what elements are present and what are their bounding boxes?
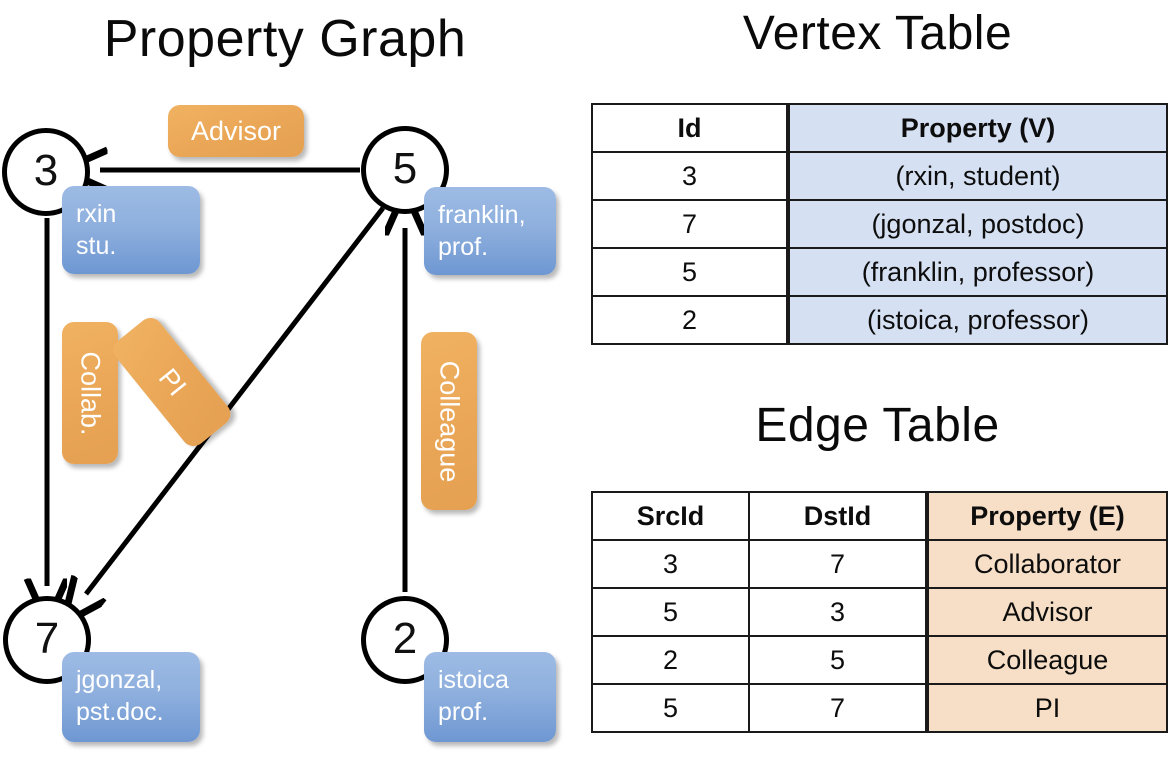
property-graph-diagram: 3 5 7 2 rxin stu. franklin, prof. jgonza… [0,0,585,760]
table-row: 3 (rxin, student) [591,151,1168,201]
cell-dstid: 5 [748,635,928,685]
page-title-edge-table: Edge Table [755,399,1000,452]
column-header-property-e: Property (E) [925,491,1168,541]
node-id-label: 3 [33,146,59,195]
cell-property: (rxin, student) [786,151,1168,201]
cell-property: Collaborator [925,539,1168,589]
cell-dstid: 7 [748,539,928,589]
vertex-table: Id Property (V) 3 (rxin, student) 7 (jgo… [591,103,1168,345]
node-id-label: 5 [392,144,418,193]
edge-label-text: Advisor [190,115,282,146]
vertex-property-line2: stu. [76,232,117,260]
node-id-label: 7 [34,614,60,663]
edge-label-box-advisor: Advisor [168,105,304,157]
cell-property: (istoica, professor) [786,295,1168,345]
cell-id: 2 [591,295,789,345]
cell-id: 5 [591,247,789,297]
column-header-srcid: SrcId [591,491,750,541]
edge-5-to-7 [86,206,385,594]
table-row: 5 7 PI [591,683,1168,733]
cell-dstid: 3 [748,587,928,637]
table-row: 2 5 Colleague [591,635,1168,685]
vertex-property-line2: prof. [438,233,489,261]
table-row: 7 (jgonzal, postdoc) [591,199,1168,249]
cell-property: Advisor [925,587,1168,637]
page-title-property-graph: Property Graph [103,10,467,68]
table-row: 2 (istoica, professor) [591,295,1168,345]
column-header-id: Id [591,103,789,153]
cell-property: (franklin, professor) [786,247,1168,297]
edge-label-text: Colleague [434,360,465,482]
cell-dstid: 7 [748,683,928,733]
vertex-property-line1: istoica [438,666,509,694]
table-row: 5 (franklin, professor) [591,247,1168,297]
cell-srcid: 5 [591,587,750,637]
cell-srcid: 3 [591,539,750,589]
node-id-label: 2 [392,614,418,663]
cell-id: 3 [591,151,789,201]
cell-property: (jgonzal, postdoc) [786,199,1168,249]
vertex-property-line1: rxin [76,200,117,228]
column-header-property-v: Property (V) [786,103,1168,153]
cell-property: Colleague [925,635,1168,685]
edge-table: SrcId DstId Property (E) 3 7 Collaborato… [591,491,1168,733]
vertex-property-line2: prof. [438,698,489,726]
edge-label-box-colleague: Colleague [421,332,477,510]
cell-srcid: 2 [591,635,750,685]
edge-label-text: Collab. [75,350,106,436]
graph-edges-svg [0,0,585,760]
column-header-dstid: DstId [748,491,928,541]
vertex-property-line1: jgonzal, [76,666,163,694]
vertex-property-box-2: istoica prof. [424,652,556,742]
graph-node-2[interactable]: 2 [361,596,449,684]
cell-id: 7 [591,199,789,249]
cell-property: PI [925,683,1168,733]
vertex-property-box-3: rxin stu. [62,186,200,274]
table-header-row: Id Property (V) [591,103,1168,153]
vertex-property-box-7: jgonzal, pst.doc. [62,652,200,742]
table-header-row: SrcId DstId Property (E) [591,491,1168,541]
vertex-property-box-5: franklin, prof. [424,187,556,275]
edge-label-box-collab: Collab. [62,322,118,464]
table-row: 3 7 Collaborator [591,539,1168,589]
vertex-property-line2: pst.doc. [76,698,164,726]
edge-label-text: PI [152,362,193,402]
page-title-vertex-table: Vertex Table [742,7,1013,60]
table-row: 5 3 Advisor [591,587,1168,637]
cell-srcid: 5 [591,683,750,733]
vertex-property-line1: franklin, [438,201,526,229]
